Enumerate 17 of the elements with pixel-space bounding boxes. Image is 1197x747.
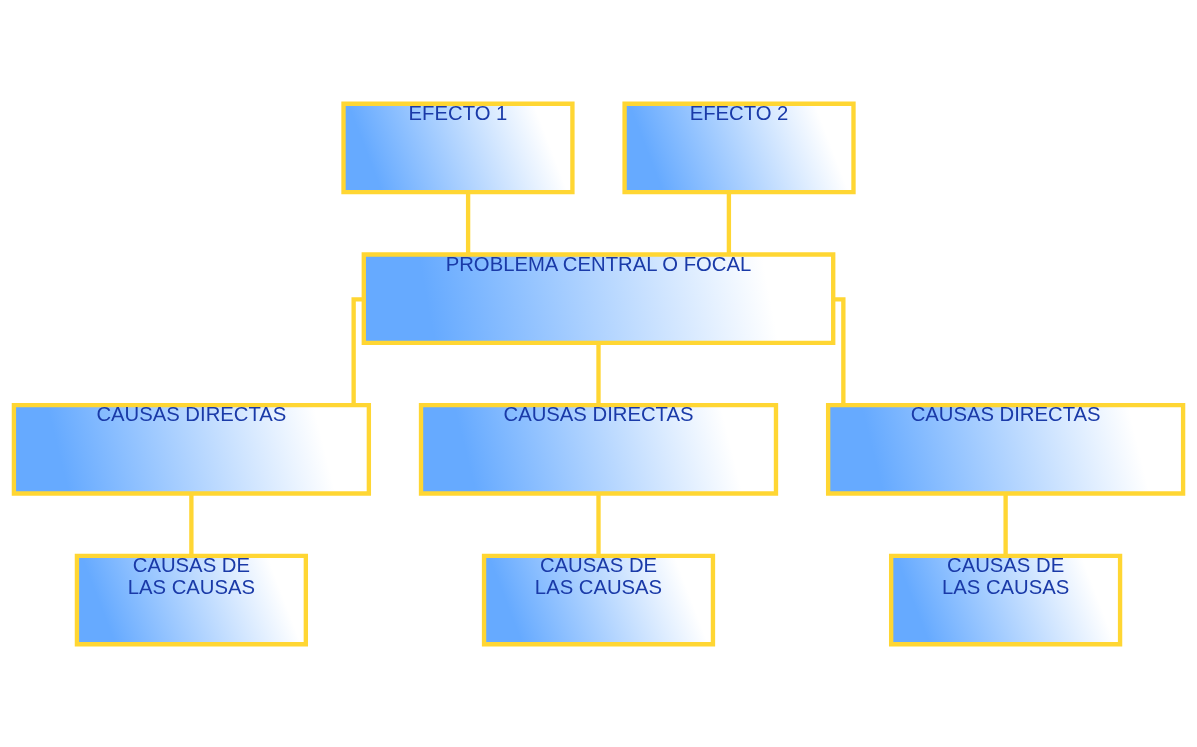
- node-box: PROBLEMA CENTRAL O FOCAL: [361, 251, 836, 345]
- connector: [833, 296, 846, 405]
- connector: [596, 342, 601, 405]
- node-box: CAUSAS DIRECTAS: [825, 402, 1186, 496]
- node-box: CAUSAS DE LAS CAUSAS: [889, 553, 1123, 646]
- connector: [1003, 493, 1008, 555]
- connector: [726, 191, 732, 254]
- node-box: CAUSAS DIRECTAS: [418, 402, 779, 496]
- connector: [596, 493, 601, 555]
- connector: [465, 191, 471, 254]
- node-box: CAUSAS DIRECTAS: [11, 402, 372, 496]
- node-box: CAUSAS DE LAS CAUSAS: [481, 553, 716, 646]
- connector: [189, 493, 194, 555]
- node-box: CAUSAS DE LAS CAUSAS: [74, 553, 308, 646]
- node-box: EFECTO 2: [622, 101, 856, 194]
- node-box: EFECTO 1: [341, 101, 575, 194]
- connector: [351, 296, 364, 405]
